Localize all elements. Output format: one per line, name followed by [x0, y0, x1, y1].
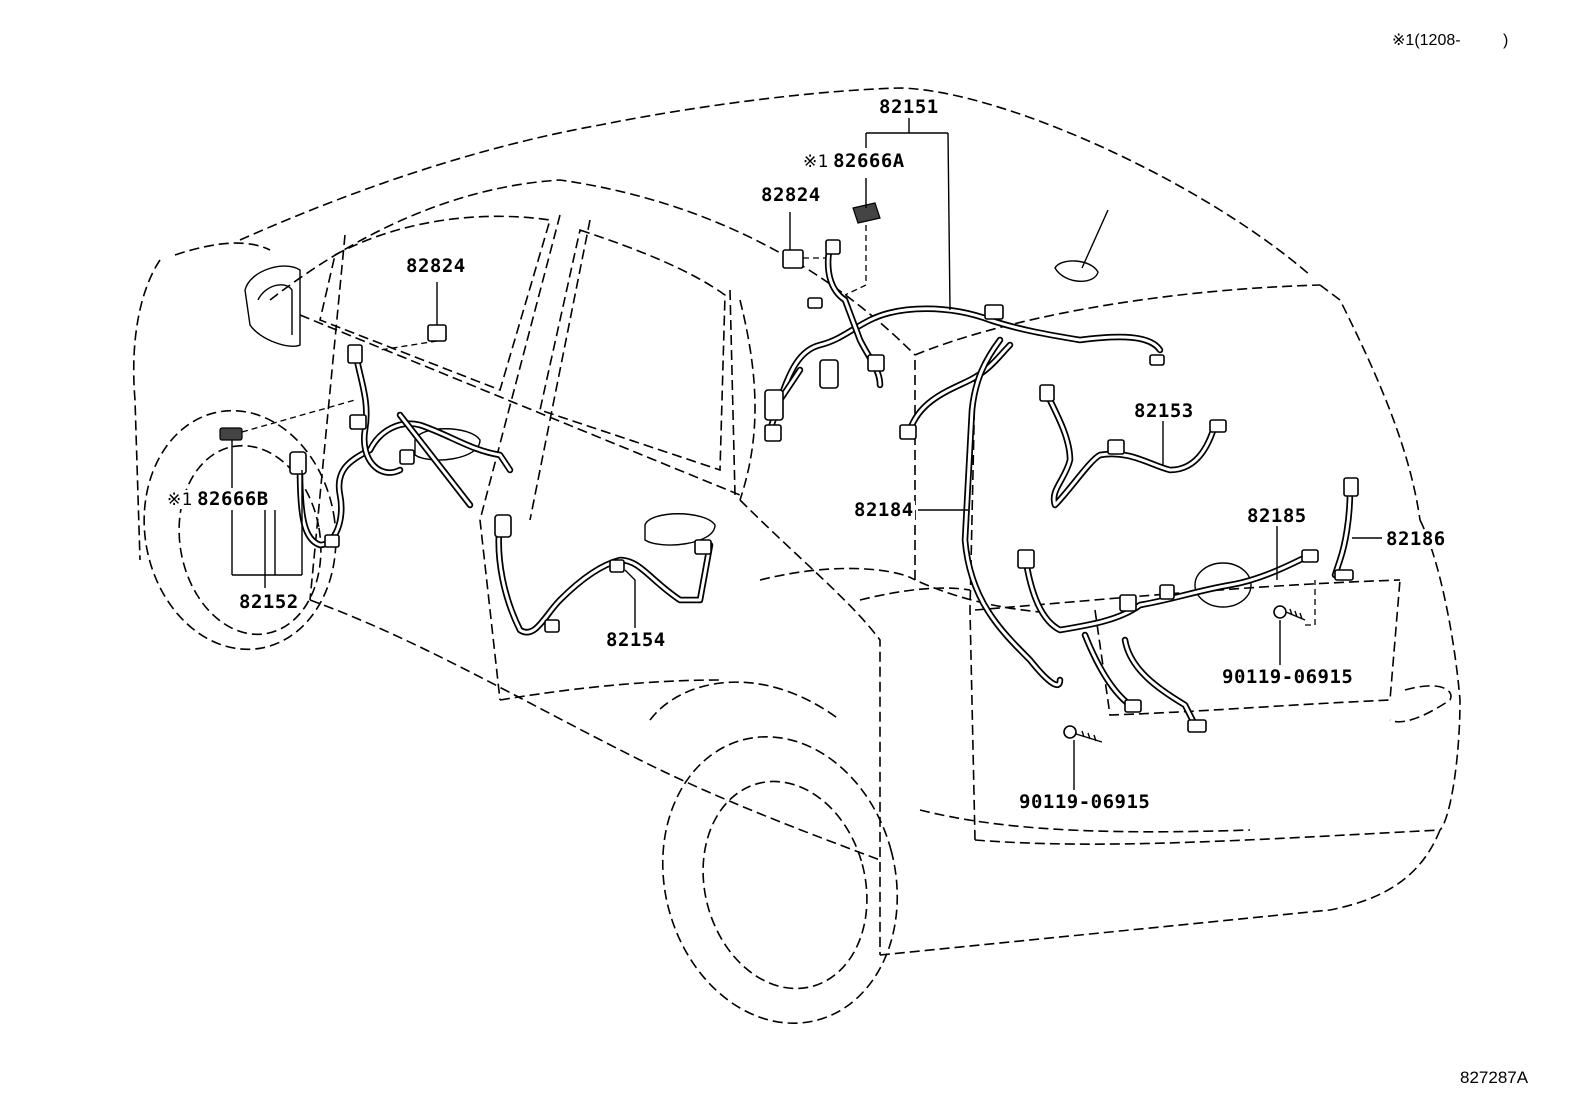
applicability-mark-82666a: ※1 [803, 152, 830, 172]
applicability-text: (1208- [1414, 32, 1461, 49]
rear-door-harness [494, 514, 714, 636]
back-door-lower-harness [1017, 477, 1359, 733]
diagram-code: 827287A [1460, 1068, 1529, 1087]
roof-harness [764, 239, 1165, 442]
part-number-82666a: 82666A [833, 150, 905, 172]
applicability-mark-82666b: ※1 [167, 490, 194, 510]
applicability-mark: ※1 [1392, 32, 1415, 49]
label-82185[interactable]: 82185 [1246, 505, 1308, 527]
label-82186[interactable]: 82186 [1385, 528, 1447, 550]
bolt-right [1273, 605, 1306, 621]
label-90119-06915-bottom[interactable]: 90119-06915 [1018, 791, 1152, 813]
part-number-82666b: 82666B [197, 488, 269, 510]
leader-lines [231, 118, 1382, 790]
applicability-close: ) [1503, 32, 1509, 49]
applicability-note: ※1(1208- ) [1392, 33, 1508, 49]
front-door-harness [219, 344, 514, 549]
label-90119-06915-right[interactable]: 90119-06915 [1221, 666, 1355, 688]
back-door-harness [961, 336, 1227, 688]
label-82154[interactable]: 82154 [605, 629, 667, 651]
label-82824-top[interactable]: 82824 [760, 184, 822, 206]
label-82151[interactable]: 82151 [878, 96, 940, 118]
label-82152[interactable]: 82152 [238, 591, 300, 613]
label-82824-left[interactable]: 82824 [405, 255, 467, 277]
bolt-bottom [1063, 725, 1103, 743]
label-82153[interactable]: 82153 [1133, 400, 1195, 422]
vehicle-body-outline [132, 87, 1461, 1024]
label-82184[interactable]: 82184 [853, 499, 915, 521]
